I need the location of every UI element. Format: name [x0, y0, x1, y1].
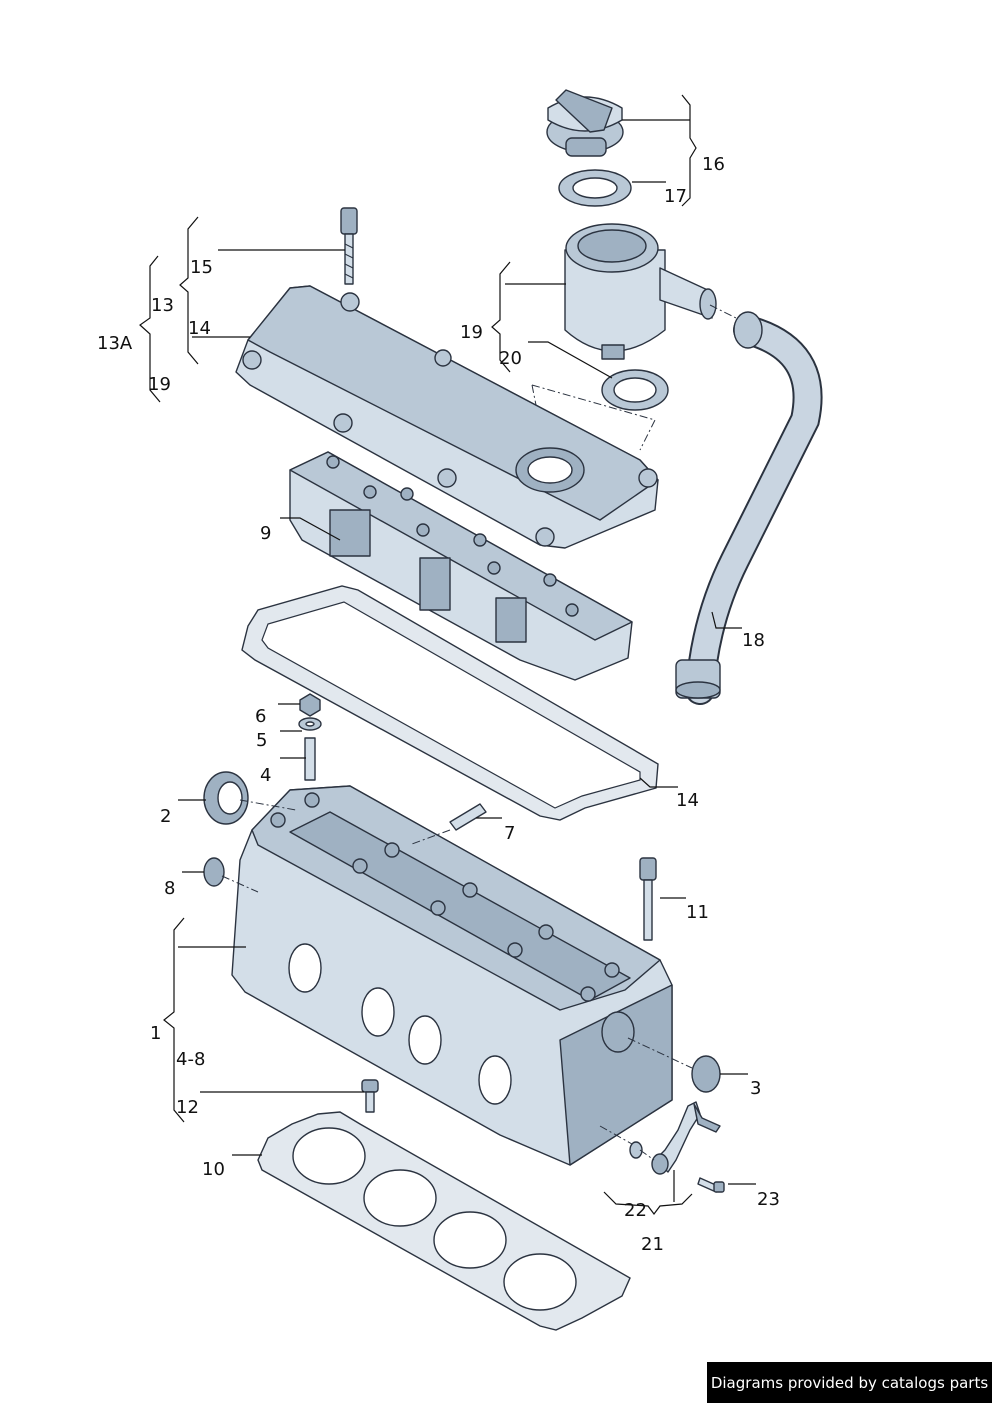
callout-4: 4 [260, 765, 271, 786]
callout-11: 11 [686, 902, 709, 923]
callout-4-8: 4-8 [176, 1049, 205, 1070]
callout-12: 12 [176, 1097, 199, 1118]
callout-14-cover: 14 [188, 318, 211, 339]
breather-hose [675, 311, 823, 705]
bolt-15 [340, 207, 358, 285]
callout-16: 16 [702, 154, 725, 175]
baffle-plate [289, 451, 633, 681]
callout-7: 7 [504, 823, 515, 844]
seal-ring-20 [601, 369, 669, 411]
callout-9: 9 [260, 523, 271, 544]
washer-5 [298, 717, 322, 731]
callout-13a: 13A [97, 333, 133, 354]
cover-gasket [241, 585, 659, 821]
callout-20: 20 [499, 348, 522, 369]
cylinder-head-cover [235, 285, 659, 549]
bracket-21 [651, 1101, 721, 1175]
bolt-23 [697, 1177, 725, 1193]
washer-22 [629, 1141, 643, 1159]
oil-filler-neck [564, 223, 717, 360]
callout-14-gasket: 14 [676, 790, 699, 811]
callout-6: 6 [255, 706, 266, 727]
callout-3: 3 [750, 1078, 761, 1099]
callout-19-left: 19 [148, 374, 171, 395]
callout-15: 15 [190, 257, 213, 278]
oil-filler-cap [546, 89, 624, 157]
dowel-7 [449, 803, 487, 831]
callout-22: 22 [624, 1200, 647, 1221]
bolt-12 [361, 1079, 379, 1113]
alignment-line-2 [709, 304, 741, 321]
seal-2 [203, 771, 249, 825]
callout-10: 10 [202, 1159, 225, 1180]
callout-19-mid: 19 [460, 322, 483, 343]
plug-8 [203, 857, 225, 887]
nut-6 [299, 693, 321, 717]
cylinder-head [231, 785, 673, 1166]
stud-4 [304, 737, 316, 781]
callout-23: 23 [757, 1189, 780, 1210]
seal-ring-17 [558, 169, 632, 207]
plug-3 [691, 1055, 721, 1093]
bolt-11 [639, 857, 657, 941]
callout-1: 1 [150, 1023, 161, 1044]
callout-2: 2 [160, 806, 171, 827]
callout-13: 13 [151, 295, 174, 316]
callout-18: 18 [742, 630, 765, 651]
callout-21: 21 [641, 1234, 664, 1255]
callout-5: 5 [256, 730, 267, 751]
callout-17: 17 [664, 186, 687, 207]
head-gasket [257, 1111, 631, 1331]
credit-banner: Diagrams provided by catalogs parts [707, 1362, 992, 1403]
callout-8: 8 [164, 878, 175, 899]
